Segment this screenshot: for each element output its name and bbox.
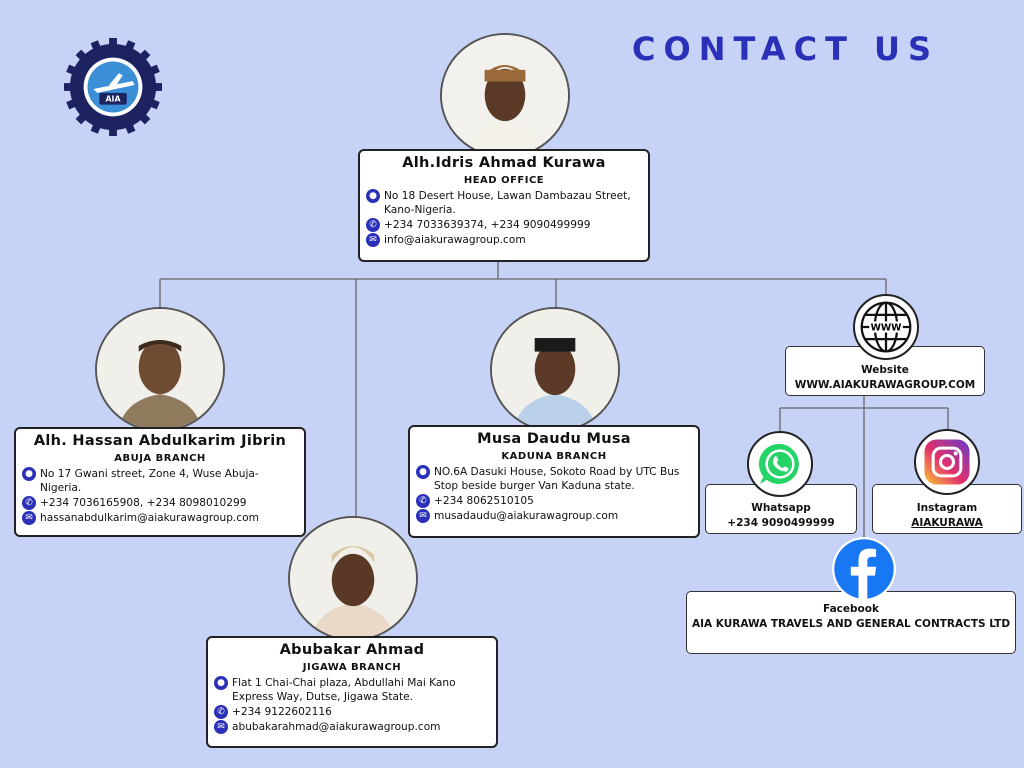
svg-text:WWW: WWW	[871, 323, 902, 334]
phone-icon: ✆	[416, 494, 430, 508]
card-jigawa-branch: Abubakar Ahmad JIGAWA BRANCH ● Flat 1 Cha…	[206, 636, 498, 748]
phone-icon: ✆	[214, 705, 228, 719]
svg-text:AIA: AIA	[105, 95, 121, 104]
location-icon: ●	[22, 467, 36, 481]
branch-label: ABUJA BRANCH	[114, 453, 206, 464]
contact-name: Alh. Hassan Abdulkarim Jibrin	[33, 433, 287, 449]
globe-icon[interactable]: WWW	[853, 294, 919, 360]
facebook-icon[interactable]	[830, 535, 898, 603]
address: No 17 Gwani street, Zone 4, Wuse Abuja-N…	[40, 468, 259, 494]
avatar-kaduna	[490, 307, 620, 432]
address: No 18 Desert House, Lawan Dambazau Stree…	[384, 190, 631, 216]
avatar-abuja	[95, 307, 225, 432]
whatsapp-label: Whatsapp	[751, 502, 811, 514]
email[interactable]: musadaudu@aiakurawagroup.com	[434, 510, 619, 522]
card-head-office: Alh.Idris Ahmad Kurawa HEAD OFFICE ● No 1…	[358, 149, 650, 262]
whatsapp-number[interactable]: +234 9090499999	[727, 517, 835, 529]
branch-label: HEAD OFFICE	[463, 175, 545, 186]
branch-label: JIGAWA BRANCH	[302, 662, 402, 673]
phone[interactable]: +234 7033639374, +234 9090499999	[384, 219, 591, 231]
website-url[interactable]: WWW.AIAKURAWAGROUP.COM	[794, 379, 976, 391]
email-icon: ✉	[22, 511, 36, 525]
avatar-jigawa	[288, 516, 418, 641]
company-logo: AIA	[64, 38, 162, 136]
email-icon: ✉	[366, 233, 380, 247]
whatsapp-icon[interactable]	[747, 431, 813, 497]
phone[interactable]: +234 8062510105	[434, 495, 534, 507]
contact-name: Abubakar Ahmad	[279, 642, 425, 658]
phone-icon: ✆	[22, 496, 36, 510]
website-label: Website	[861, 364, 909, 376]
facebook-page[interactable]: AIA KURAWA TRAVELS AND GENERAL CONTRACTS…	[691, 618, 1011, 630]
location-icon: ●	[366, 189, 380, 203]
branch-label: KADUNA BRANCH	[501, 451, 607, 462]
location-icon: ●	[416, 465, 430, 479]
email[interactable]: abubakarahmad@aiakurawagroup.com	[232, 721, 441, 733]
contact-name: Alh.Idris Ahmad Kurawa	[402, 155, 606, 171]
instagram-label: Instagram	[916, 502, 978, 514]
contact-name: Musa Daudu Musa	[477, 431, 631, 447]
email-icon: ✉	[214, 720, 228, 734]
location-icon: ●	[214, 676, 228, 690]
phone[interactable]: +234 7036165908, +234 8098010299	[40, 497, 247, 509]
page-title: CONTACT US	[632, 30, 940, 68]
email[interactable]: info@aiakurawagroup.com	[384, 234, 526, 246]
instagram-icon[interactable]	[914, 429, 980, 495]
phone-icon: ✆	[366, 218, 380, 232]
facebook-box[interactable]: Facebook AIA KURAWA TRAVELS AND GENERAL …	[686, 591, 1016, 654]
email-icon: ✉	[416, 509, 430, 523]
avatar-head	[440, 33, 570, 158]
phone[interactable]: +234 9122602116	[232, 706, 332, 718]
facebook-label: Facebook	[823, 603, 879, 615]
email[interactable]: hassanabdulkarim@aiakurawagroup.com	[40, 512, 259, 524]
address: NO.6A Dasuki House, Sokoto Road by UTC B…	[434, 466, 680, 492]
instagram-handle[interactable]: AIAKURAWA	[911, 517, 983, 529]
card-abuja-branch: Alh. Hassan Abdulkarim Jibrin ABUJA BRAN…	[14, 427, 306, 537]
address: Flat 1 Chai-Chai plaza, Abdullahi Mai Ka…	[232, 677, 456, 703]
card-kaduna-branch: Musa Daudu Musa KADUNA BRANCH ● NO.6A Das…	[408, 425, 700, 538]
